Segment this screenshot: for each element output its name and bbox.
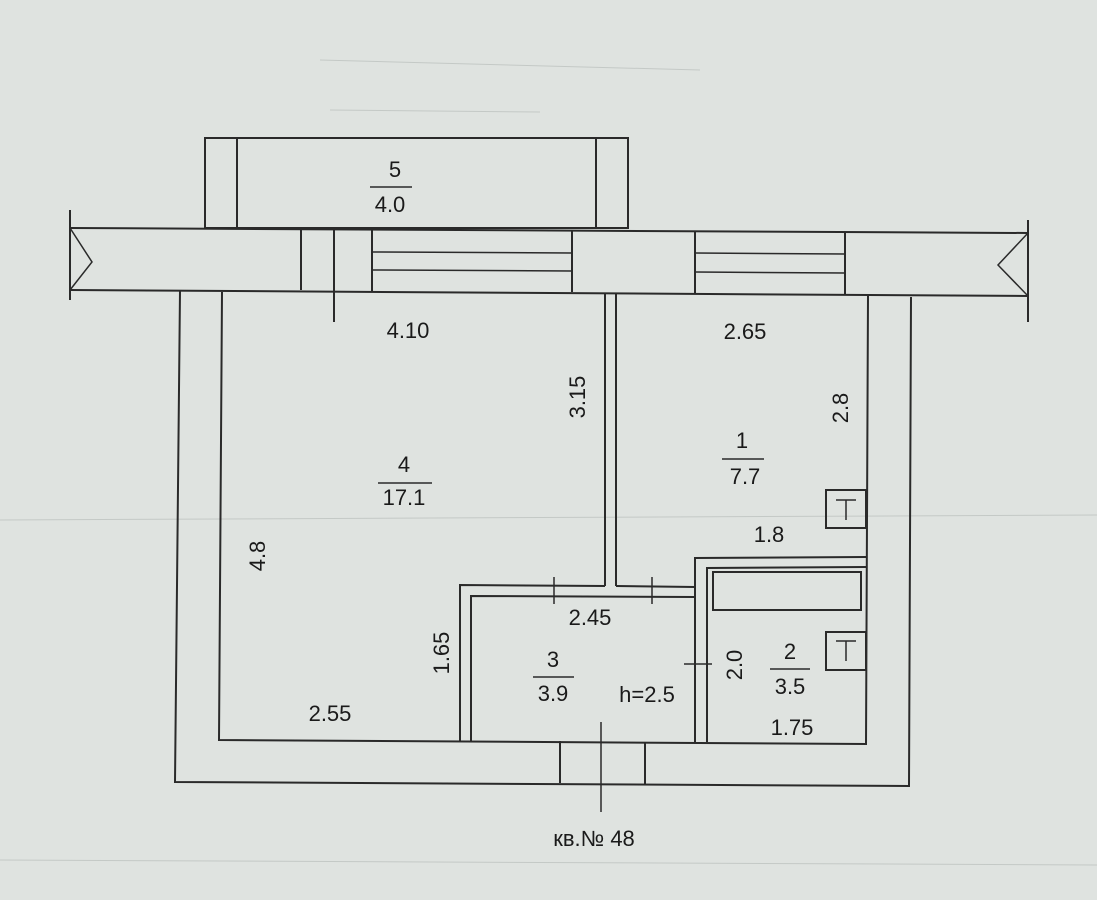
room-number: 3 [547, 647, 559, 672]
room-area: 4.0 [375, 192, 406, 217]
dimension-room3-width: 2.45 [569, 605, 612, 630]
apartment-label: кв.№ 48 [553, 826, 635, 851]
dimension-room4-width: 4.10 [387, 318, 430, 343]
dimension-room3-length: 1.65 [429, 632, 454, 675]
room-label-4: 4 17.1 [378, 452, 432, 510]
dimension-room2-width: 1.75 [771, 715, 814, 740]
room-number: 1 [736, 428, 748, 453]
dimension-room4-bottom: 2.55 [309, 701, 352, 726]
outer-walls [173, 290, 912, 788]
balcony [204, 137, 629, 229]
dimension-room1-lower: 1.8 [754, 522, 785, 547]
room-number: 2 [784, 639, 796, 664]
room-area: 7.7 [730, 464, 761, 489]
partitions [459, 293, 867, 812]
background-lines [0, 59, 1097, 866]
dimension-room3-height: h=2.5 [619, 682, 675, 707]
room-number: 4 [398, 452, 410, 477]
room-label-5: 5 4.0 [370, 157, 412, 217]
room-label-2: 2 3.5 [770, 639, 810, 699]
room-number: 5 [389, 157, 401, 182]
room-area: 17.1 [383, 485, 426, 510]
room-area: 3.5 [775, 674, 806, 699]
dimension-room4-side: 3.15 [565, 376, 590, 419]
dimension-room1-length: 2.8 [828, 393, 853, 424]
exterior-wall [69, 210, 1029, 322]
dimension-room1-width: 2.65 [724, 319, 767, 344]
room-label-3: 3 3.9 [533, 647, 574, 706]
dimension-room4-length: 4.8 [245, 541, 270, 572]
dimensions: 4.10 4.8 2.55 3.15 2.65 2.8 1.8 2.45 1.6… [245, 318, 853, 740]
room-area: 3.9 [538, 681, 569, 706]
room-label-1: 1 7.7 [722, 428, 764, 489]
dimension-room2-length: 2.0 [722, 650, 747, 681]
